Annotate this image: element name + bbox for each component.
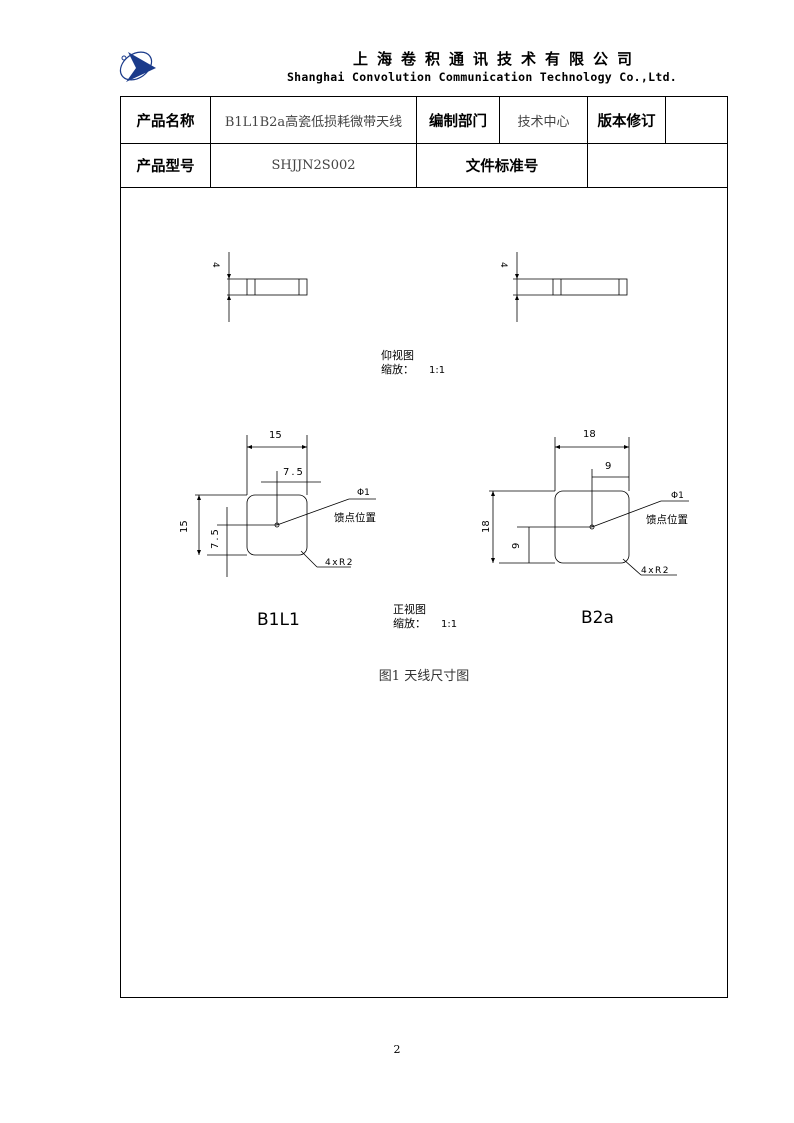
- thickness-left-label: 4: [210, 262, 220, 268]
- model-label-cell: 产品型号: [121, 143, 211, 187]
- product-name-label: 产品名称: [136, 113, 195, 130]
- b2a-height-label: 18: [481, 520, 492, 533]
- department-value: 技术中心: [517, 114, 570, 130]
- department-label-cell: 编制部门: [417, 97, 500, 143]
- product-name-value: B1L1B2a高瓷低损耗微带天线: [224, 114, 403, 130]
- b1l1-height-label: 15: [179, 520, 190, 533]
- doc-no-label: 文件标准号: [465, 158, 539, 175]
- company-name-cn: 上海卷积通讯技术有限公司: [352, 50, 641, 68]
- b1l1-radius-label: 4xR2: [325, 558, 354, 568]
- header-row-1: 产品名称 B1L1B2a高瓷低损耗微带天线 编制部门 技术中心 版本修订: [121, 97, 727, 144]
- b1l1-feed-label: 馈点位置: [334, 511, 376, 524]
- b2a-half-width-label: 9: [605, 461, 611, 472]
- side-view-left-body: [246, 278, 308, 296]
- product-name-value-cell: B1L1B2a高瓷低损耗微带天线: [211, 97, 417, 143]
- model-value-cell: SHJJN2S002: [211, 143, 417, 187]
- company-logo-icon: [119, 51, 156, 82]
- b1l1-half-width-label: 7.5: [283, 467, 305, 478]
- model-label: 产品型号: [136, 158, 195, 175]
- front-view-scale-label: 缩放：: [393, 616, 426, 630]
- header-row-2: 产品型号 SHJJN2S002 文件标准号: [121, 143, 727, 188]
- front-view-title: 正视图: [393, 602, 426, 616]
- b2a-hole-label: Φ1: [671, 491, 684, 501]
- b1l1-half-height-label: 7.5: [210, 527, 221, 549]
- bottom-view-scale: 1:1: [429, 365, 445, 376]
- department-label: 编制部门: [429, 113, 487, 130]
- document-frame: 产品名称 B1L1B2a高瓷低损耗微带天线 编制部门 技术中心 版本修订 产品型…: [120, 96, 728, 998]
- doc-no-label-cell: 文件标准号: [417, 143, 588, 187]
- page-number: 2: [393, 1043, 401, 1056]
- revision-label: 版本修订: [597, 113, 656, 130]
- front-view-scale: 1:1: [441, 619, 457, 630]
- b1l1-hole-label: Φ1: [357, 488, 370, 498]
- product-name-label-cell: 产品名称: [121, 97, 211, 143]
- figure-caption: 图1 天线尺寸图: [378, 669, 470, 684]
- department-value-cell: 技术中心: [500, 97, 588, 143]
- b2a-half-height-label: 9: [511, 543, 522, 549]
- b1l1-width-label: 15: [269, 430, 282, 441]
- bottom-view-scale-label: 缩放：: [381, 362, 414, 376]
- b2a-feed-label: 馈点位置: [646, 513, 688, 526]
- model-value: SHJJN2S002: [271, 157, 356, 173]
- b2a-width-label: 18: [583, 429, 596, 440]
- b1l1-name: B1L1: [257, 610, 300, 630]
- b2a-radius-label: 4xR2: [641, 566, 670, 576]
- thickness-right-label: 4: [498, 262, 508, 268]
- company-name-en: Shanghai Convolution Communication Techn…: [286, 70, 678, 84]
- bottom-view-title: 仰视图: [381, 348, 414, 362]
- b2a-name: B2a: [581, 608, 614, 628]
- antenna-dimension-drawing: 4 4 仰视图 缩放： 1:1 15 7.5 15 7.5 Φ1 馈点位置 4x…: [179, 252, 689, 630]
- side-view-right-body: [552, 278, 628, 296]
- revision-label-cell: 版本修订: [588, 97, 666, 143]
